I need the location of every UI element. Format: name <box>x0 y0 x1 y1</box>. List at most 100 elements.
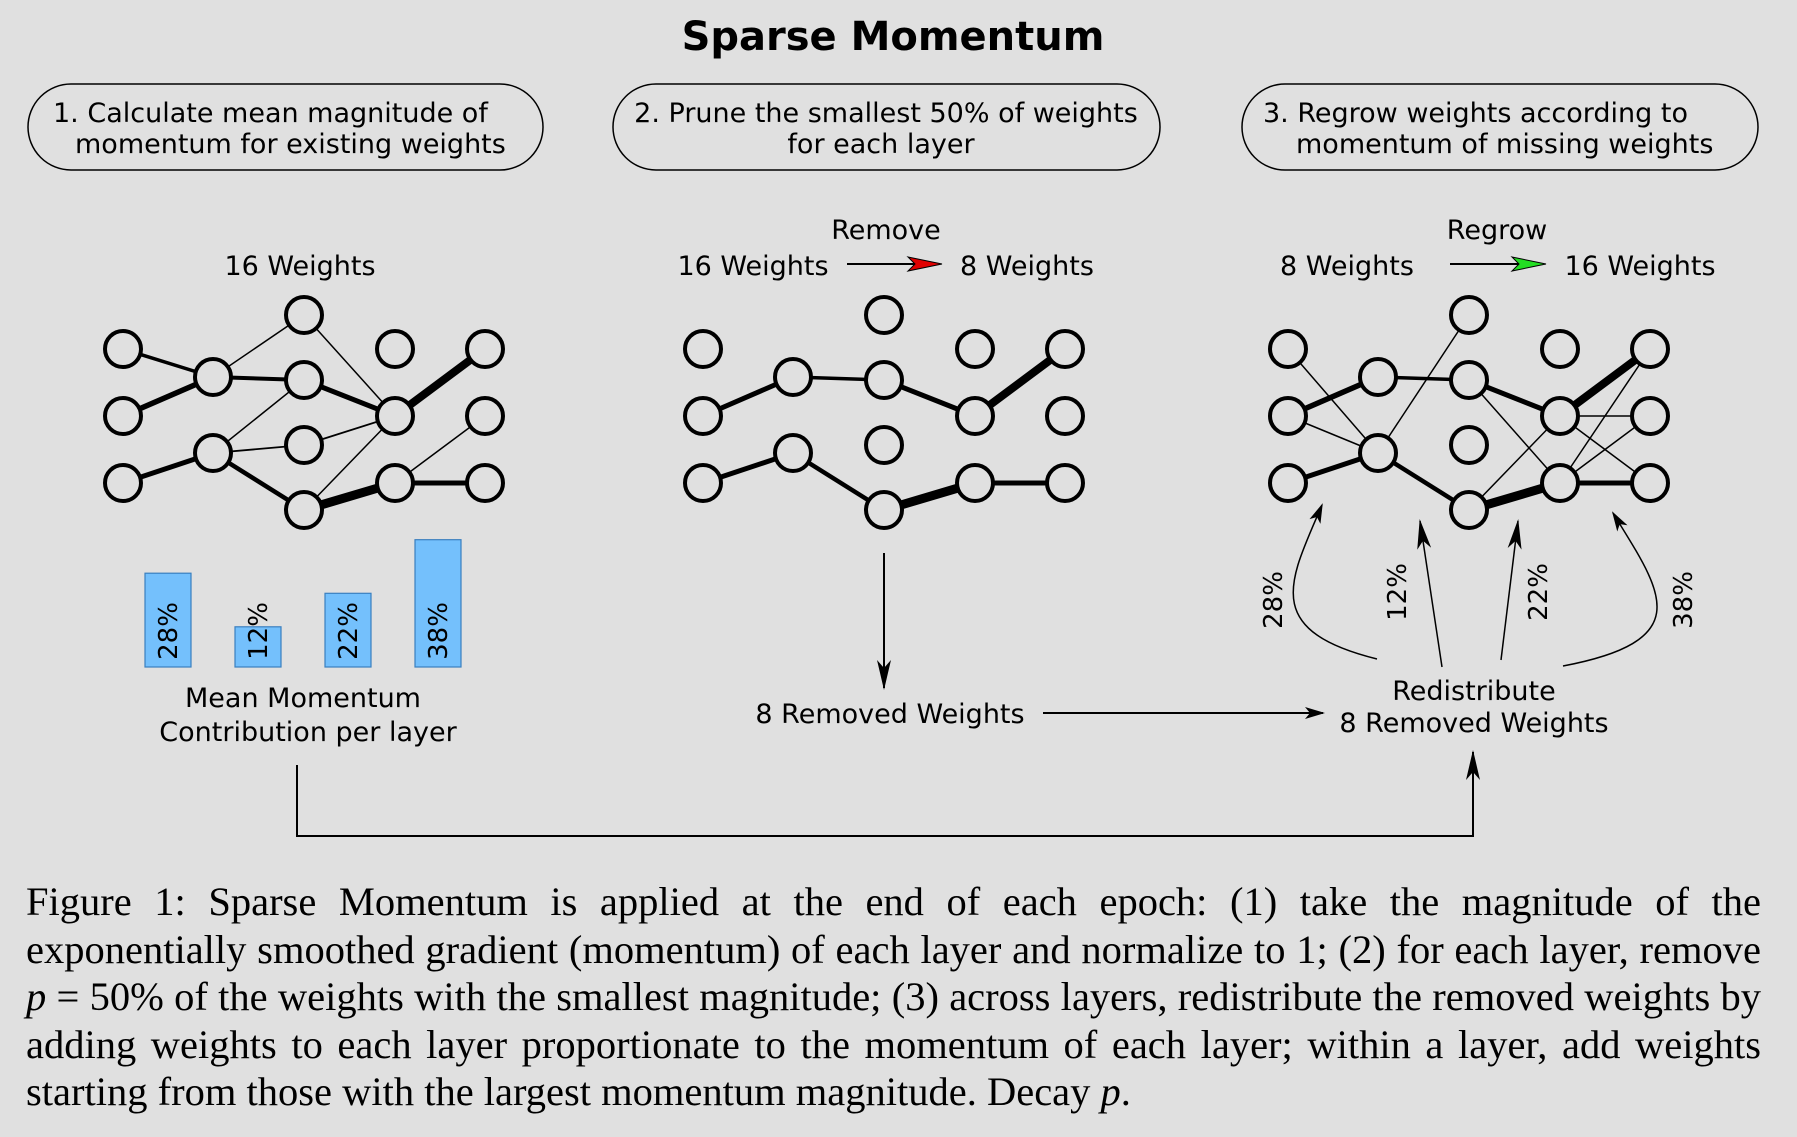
neuron-node <box>193 357 233 397</box>
neuron-node <box>375 463 415 503</box>
step-2-line2: for each layer <box>787 129 975 160</box>
neuron-node <box>1449 425 1489 465</box>
neuron-node <box>1268 329 1308 369</box>
redistribute-arrow-layer4 <box>1562 511 1658 667</box>
neuron-node <box>773 433 813 473</box>
step-1-line2: momentum for existing weights <box>75 129 506 160</box>
weight-edge <box>303 415 396 511</box>
redistribute-line2: 8 Removed Weights <box>1339 708 1608 739</box>
weight-edge <box>1287 348 1379 454</box>
caption-text-2: = 50% of the weights with the smallest m… <box>26 974 1761 1114</box>
neuron-node <box>683 463 723 503</box>
weight-edge <box>1559 348 1651 484</box>
weight-edge <box>1377 314 1470 454</box>
diagram-title: Sparse Momentum <box>682 14 1105 60</box>
weight-edge <box>303 314 396 417</box>
network-panel-2 <box>683 295 1085 530</box>
redistribute-arrows <box>1292 503 1658 668</box>
bar-chart-caption-line2: Contribution per layer <box>159 717 457 748</box>
momentum-bar <box>234 626 282 668</box>
neuron-node <box>864 425 904 465</box>
neuron-node <box>284 425 324 465</box>
neuron-node <box>1268 396 1308 436</box>
neuron-node <box>1540 463 1580 503</box>
step-1-line1: 1. Calculate mean magnitude of <box>53 98 489 129</box>
redistribute-arrow-layer3 <box>1500 519 1522 661</box>
neuron-node <box>955 463 995 503</box>
panel3-to-label: 16 Weights <box>1564 251 1715 282</box>
neuron-node <box>864 490 904 530</box>
network-panel-1 <box>103 295 505 530</box>
neuron-node <box>1540 329 1580 369</box>
panel1-weights-label: 16 Weights <box>224 251 375 282</box>
step-2-box: 2. Prune the smallest 50% of weights for… <box>612 83 1161 171</box>
step-3-line2: momentum of missing weights <box>1296 129 1713 160</box>
neuron-node <box>375 396 415 436</box>
regrow-label: Regrow <box>1447 215 1547 246</box>
step-3-box: 3. Regrow weights according to momentum … <box>1241 83 1759 171</box>
neuron-node <box>1630 396 1670 436</box>
neuron-node <box>773 357 813 397</box>
step-1-box: 1. Calculate mean magnitude of momentum … <box>27 83 544 171</box>
caption-text-1: Figure 1: Sparse Momentum is applied at … <box>26 879 1761 972</box>
step-3-outline <box>1241 83 1759 171</box>
neuron-node <box>103 329 143 369</box>
bar-chart-caption-line1: Mean Momentum <box>185 683 421 714</box>
redistribute-pct-layer4: 38% <box>1669 571 1699 629</box>
neuron-node <box>1358 357 1398 397</box>
momentum-bar-label: 12% <box>244 602 274 660</box>
removed-weights-label: 8 Removed Weights <box>755 699 1024 730</box>
neuron-node <box>103 396 143 436</box>
neuron-node <box>1045 329 1085 369</box>
neuron-node <box>1045 463 1085 503</box>
momentum-bar <box>324 592 372 668</box>
neuron-node <box>1449 360 1489 400</box>
neuron-node <box>1268 463 1308 503</box>
neuron-node <box>1358 433 1398 473</box>
redistribute-arrow-layer2 <box>1417 519 1443 668</box>
neuron-node <box>284 490 324 530</box>
network-panel-3 <box>1268 295 1670 530</box>
momentum-to-redistribute-connector <box>296 750 1480 837</box>
weight-edge <box>1468 379 1561 484</box>
neuron-node <box>1449 295 1489 335</box>
panel3-from-label: 8 Weights <box>1280 251 1414 282</box>
caption-var-p: p <box>26 974 47 1019</box>
neuron-node <box>465 329 505 369</box>
redistribute-pct-layer3: 22% <box>1524 563 1554 621</box>
weight-edge <box>1468 415 1561 511</box>
momentum-bar <box>144 572 192 668</box>
caption-text-end: . <box>1120 1069 1131 1114</box>
momentum-bar-label: 22% <box>334 602 364 660</box>
neuron-node <box>1449 490 1489 530</box>
neuron-node <box>683 396 723 436</box>
momentum-bar-label: 28% <box>154 602 184 660</box>
momentum-bar-label: 38% <box>424 602 454 660</box>
neuron-node <box>864 295 904 335</box>
neuron-node <box>1630 329 1670 369</box>
panel2-from-label: 16 Weights <box>677 251 828 282</box>
neuron-node <box>955 396 995 436</box>
remove-label: Remove <box>831 215 941 246</box>
redistribute-line1: Redistribute <box>1392 676 1556 707</box>
step-1-outline <box>27 83 544 171</box>
neuron-node <box>284 295 324 335</box>
neuron-node <box>1045 396 1085 436</box>
neuron-node <box>284 360 324 400</box>
step-2-outline <box>612 83 1161 171</box>
neuron-node <box>955 329 995 369</box>
neuron-node <box>193 433 233 473</box>
step-2-line1: 2. Prune the smallest 50% of weights <box>634 98 1138 129</box>
neuron-node <box>375 329 415 369</box>
neuron-node <box>683 329 723 369</box>
redistribute-arrow-layer1 <box>1292 503 1378 660</box>
neuron-node <box>465 396 505 436</box>
panel2-to-label: 8 Weights <box>960 251 1094 282</box>
figure-caption: Figure 1: Sparse Momentum is applied at … <box>26 878 1761 1116</box>
momentum-bar-chart: 28% 12% 22% 38% <box>144 539 462 668</box>
redistribute-pct-layer2: 12% <box>1383 563 1413 621</box>
step-3-line1: 3. Regrow weights according to <box>1263 98 1688 129</box>
remove-arrow-head-icon <box>906 256 943 272</box>
neuron-node <box>864 360 904 400</box>
neuron-node <box>1540 396 1580 436</box>
